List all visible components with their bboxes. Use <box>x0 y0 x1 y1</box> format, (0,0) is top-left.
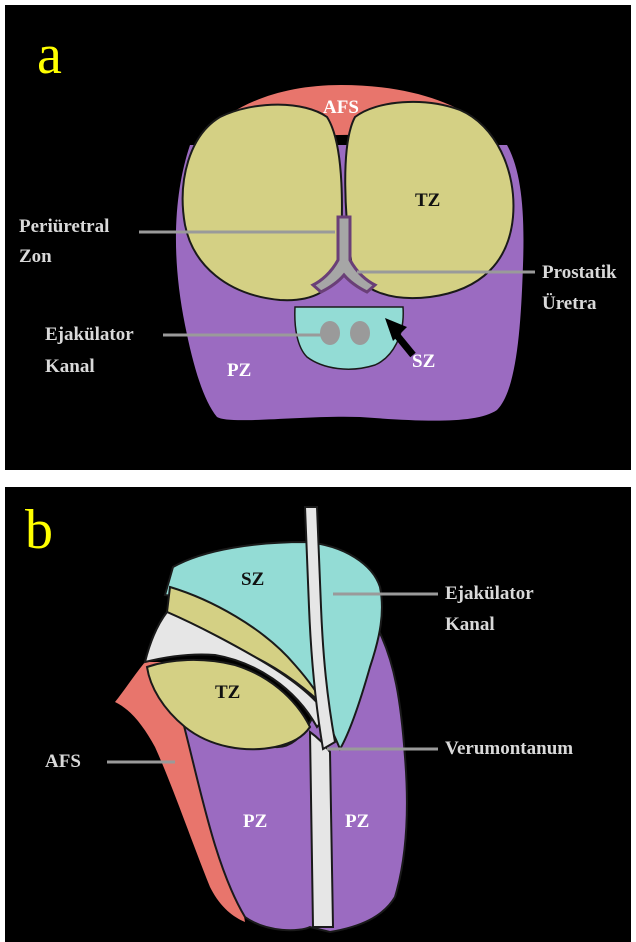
label-periuretral-2: Zon <box>19 245 52 269</box>
label-verumontanum: Verumontanum <box>445 737 573 761</box>
label-prostatik-1: Prostatik <box>542 261 617 285</box>
label-afs: AFS <box>323 97 359 119</box>
panel-b: b SZ TZ PZ PZ AFS Ejakülator Kanal Verum… <box>5 487 631 942</box>
label-ejakulator-2: Kanal <box>45 355 95 379</box>
label-tz: TZ <box>415 190 440 212</box>
panel-letter-a: a <box>37 27 62 83</box>
label-pz-right-b: PZ <box>345 811 369 833</box>
urethra-b <box>310 732 333 927</box>
panel-a: a AFS TZ PZ SZ Periüretral Zon Prostatik… <box>5 5 631 470</box>
label-tz-b: TZ <box>215 682 240 704</box>
prostate-sagittal-diagram <box>5 487 631 942</box>
label-sz-b: SZ <box>241 569 264 591</box>
label-periuretral-1: Periüretral <box>19 215 109 239</box>
label-prostatik-2: Üretra <box>542 292 597 316</box>
ejaculatory-duct-left <box>320 321 340 345</box>
ejaculatory-duct-right <box>350 321 370 345</box>
label-sz: SZ <box>412 351 435 373</box>
label-ejakulator-1: Ejakülator <box>45 323 134 347</box>
panel-letter-b: b <box>25 502 53 558</box>
label-ejakulator-b-2: Kanal <box>445 613 495 637</box>
label-pz: PZ <box>227 360 251 382</box>
label-pz-left-b: PZ <box>243 811 267 833</box>
label-ejakulator-b-1: Ejakülator <box>445 582 534 606</box>
label-afs-b: AFS <box>45 750 81 774</box>
